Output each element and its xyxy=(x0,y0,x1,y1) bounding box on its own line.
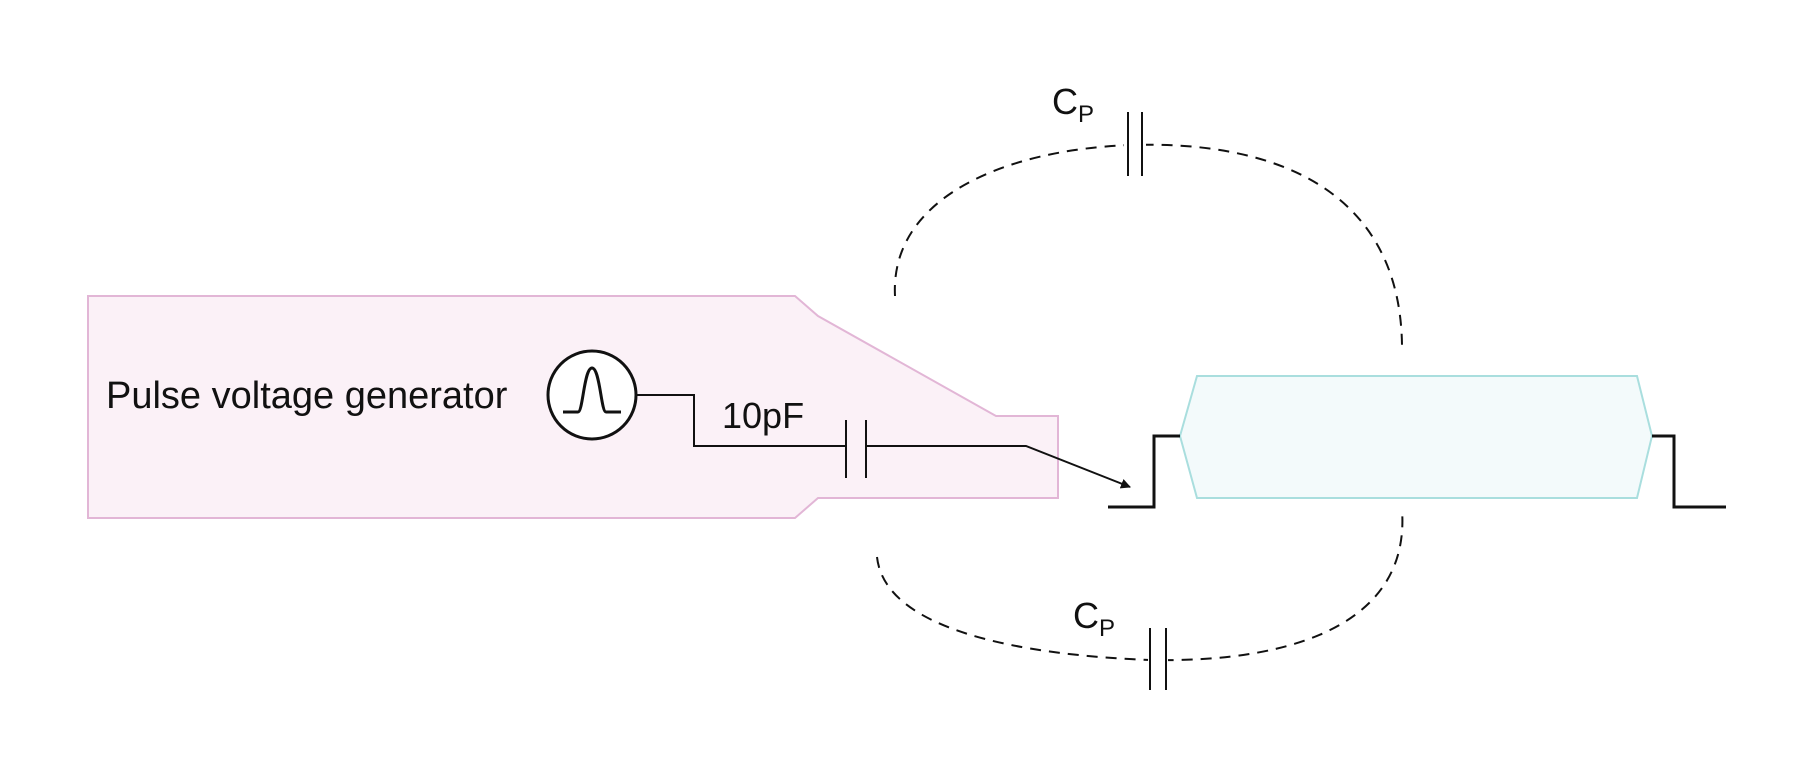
generator-label: Pulse voltage generator xyxy=(106,375,508,417)
pulse-source-icon xyxy=(546,349,638,441)
probe-wire xyxy=(866,445,1131,489)
parasitic-capacitor-bottom-icon xyxy=(1149,628,1167,690)
parasitic-path-top xyxy=(893,143,1403,346)
coupling-capacitor-icon xyxy=(845,420,867,478)
parasitic-label-bottom: CP xyxy=(1073,595,1115,642)
generator-wire xyxy=(636,394,846,447)
left-lead xyxy=(1108,434,1180,509)
capacitor-label: 10pF xyxy=(722,395,804,436)
parasitic-label-top: CP xyxy=(1052,81,1094,128)
right-lead xyxy=(1652,434,1726,509)
device-body xyxy=(1178,375,1654,499)
parasitic-gap-bottom xyxy=(1148,625,1168,695)
parasitic-capacitor-top-icon xyxy=(1127,112,1143,176)
parasitic-gap-top xyxy=(1124,110,1146,180)
parasitic-path-bottom xyxy=(876,509,1404,662)
